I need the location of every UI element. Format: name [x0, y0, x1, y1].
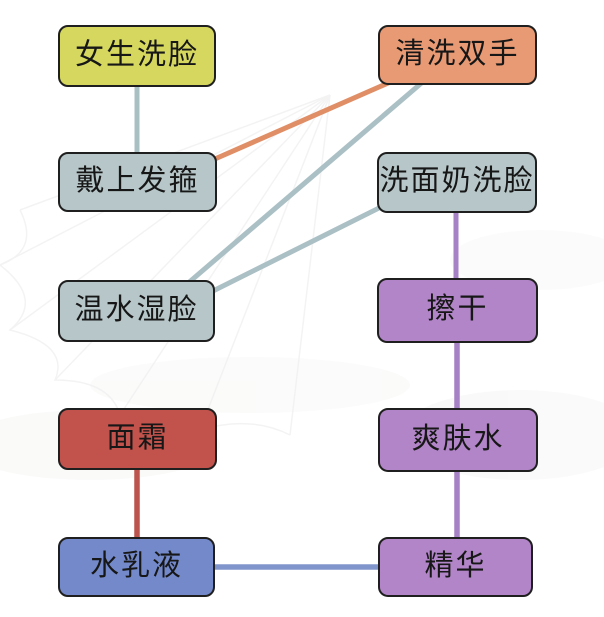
node-label: 水乳液 — [89, 549, 183, 582]
node-wear-headband[interactable]: 戴上发箍 — [58, 152, 217, 212]
node-cleanser-wash[interactable]: 洗面奶洗脸 — [377, 152, 537, 213]
node-label: 精华 — [424, 549, 487, 582]
node-face-cream[interactable]: 面霜 — [58, 408, 217, 470]
edge-wash-hands-to-warm-water-face — [178, 78, 427, 292]
node-dry-off[interactable]: 擦干 — [377, 278, 538, 343]
node-water-lotion[interactable]: 水乳液 — [58, 537, 215, 597]
node-girl-face-wash[interactable]: 女生洗脸 — [58, 25, 216, 87]
node-toner[interactable]: 爽肤水 — [378, 408, 538, 472]
node-wash-hands[interactable]: 清洗双手 — [378, 25, 537, 85]
node-label: 擦干 — [426, 293, 489, 325]
node-label: 爽肤水 — [411, 422, 505, 455]
node-label: 清洗双手 — [395, 37, 520, 70]
node-label: 温水湿脸 — [74, 293, 199, 326]
node-label: 戴上发箍 — [75, 164, 200, 197]
node-label: 面霜 — [106, 421, 169, 454]
node-warm-water-face[interactable]: 温水湿脸 — [58, 280, 215, 342]
node-label: 洗面奶洗脸 — [379, 165, 535, 197]
node-essence[interactable]: 精华 — [378, 537, 533, 597]
edge-cleanser-wash-to-warm-water-face — [203, 202, 387, 298]
edge-wash-hands-to-wear-headband — [206, 77, 397, 165]
node-label: 女生洗脸 — [74, 38, 199, 71]
